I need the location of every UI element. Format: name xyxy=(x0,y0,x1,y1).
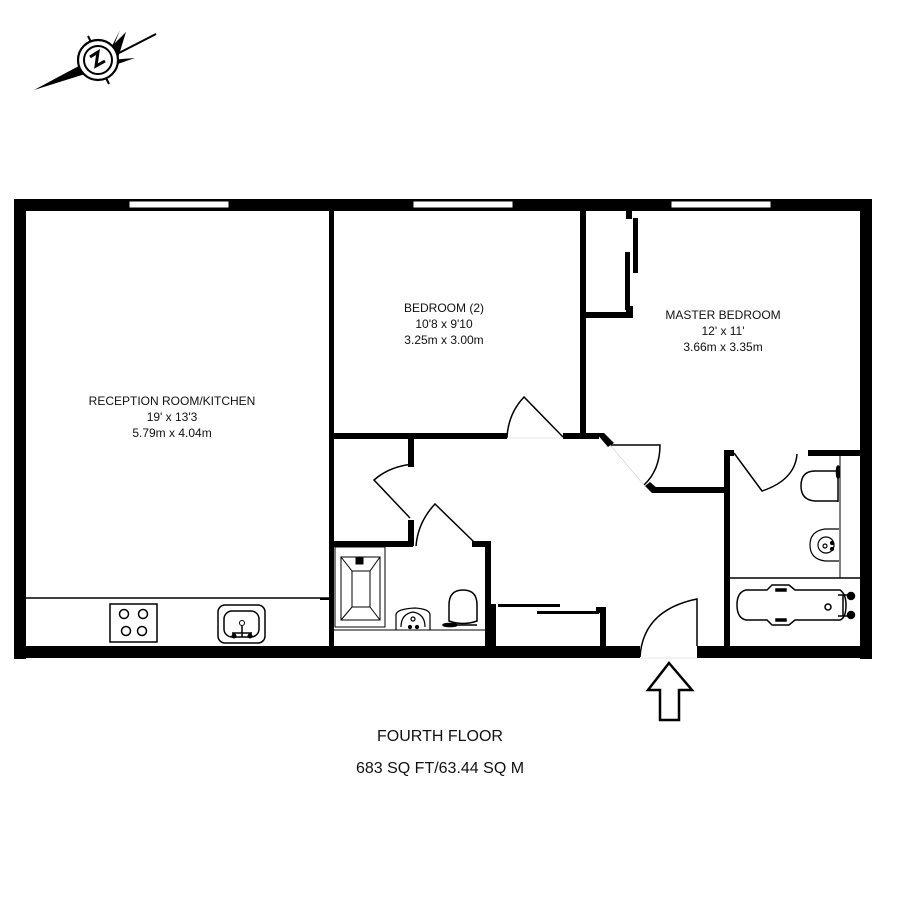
kitchen-sink-icon xyxy=(217,604,266,644)
room-name: RECEPTION ROOM/KITCHEN xyxy=(88,394,256,408)
entrance-door xyxy=(639,598,698,658)
floor-name: FOURTH FLOOR xyxy=(377,728,503,745)
floor-area: 683 SQ FT/63.44 SQ M xyxy=(355,760,525,777)
room-size-imperial: 19' x 13'3 xyxy=(146,410,198,424)
ensuite-door xyxy=(733,452,798,492)
bedroom2-door xyxy=(506,395,564,439)
windows xyxy=(128,200,772,209)
room-size-metric: 5.79m x 4.04m xyxy=(132,426,212,440)
room-size-metric: 3.66m x 3.35m xyxy=(683,340,763,354)
toilet-icon xyxy=(800,465,841,502)
room-name: MASTER BEDROOM xyxy=(665,308,781,322)
interior-walls xyxy=(320,205,863,658)
shower-tray-icon xyxy=(334,546,386,628)
hob-icon xyxy=(109,603,158,643)
room-label-master-bedroom: MASTER BEDROOM 12' x 11' 3.66m x 3.35m xyxy=(665,307,780,355)
bathroom-door xyxy=(415,502,475,547)
north-compass-icon xyxy=(34,30,157,90)
bathtub-icon xyxy=(736,584,856,626)
basin-icon xyxy=(809,528,839,562)
doors xyxy=(372,395,798,659)
basin-icon xyxy=(395,607,431,630)
room-size-metric: 3.25m x 3.00m xyxy=(404,333,484,347)
room-name: BEDROOM (2) xyxy=(403,301,485,315)
room-label-bedroom2: BEDROOM (2) 10'8 x 9'10 3.25m x 3.00m xyxy=(404,300,484,348)
room-label-reception: RECEPTION ROOM/KITCHEN 19' x 13'3 5.79m … xyxy=(89,393,256,441)
toilet-icon xyxy=(442,589,478,628)
master-door xyxy=(610,444,661,486)
reception-door xyxy=(372,463,415,519)
room-size-imperial: 12' x 11' xyxy=(701,324,745,338)
entrance-arrow-icon xyxy=(645,661,695,722)
room-size-imperial: 10'8 x 9'10 xyxy=(415,317,473,331)
